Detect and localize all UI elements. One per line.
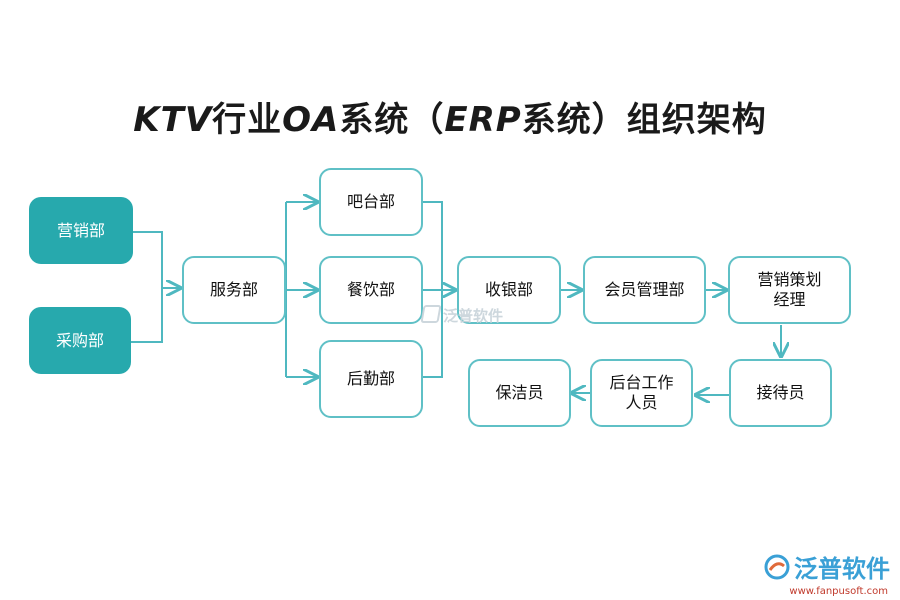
- dept-cashier: 收银部: [457, 256, 561, 324]
- dept-bar: 吧台部: [319, 168, 423, 236]
- dept-logistics: 后勤部: [319, 340, 423, 418]
- watermark-logo-icon: [420, 305, 442, 323]
- page-title: KTV行业OA系统（ERP系统）组织架构: [133, 100, 767, 140]
- edge-marketing-service: [131, 231, 163, 343]
- brand-logo: 泛普软件: [764, 549, 890, 584]
- dept-service: 服务部: [182, 256, 286, 324]
- role-cleaner: 保洁员: [468, 359, 571, 427]
- watermark: 泛普软件: [420, 305, 503, 326]
- role-marketing-manager: 营销策划 经理: [728, 256, 851, 324]
- brand-url: www.fanpusoft.com: [789, 586, 888, 597]
- dept-catering: 餐饮部: [319, 256, 423, 324]
- dept-marketing: 营销部: [29, 197, 133, 264]
- role-receptionist: 接待员: [729, 359, 832, 427]
- dept-membership: 会员管理部: [583, 256, 706, 324]
- brand-swirl-icon: [764, 554, 790, 579]
- role-backstage-staff: 后台工作 人员: [590, 359, 693, 427]
- dept-procurement: 采购部: [29, 307, 131, 374]
